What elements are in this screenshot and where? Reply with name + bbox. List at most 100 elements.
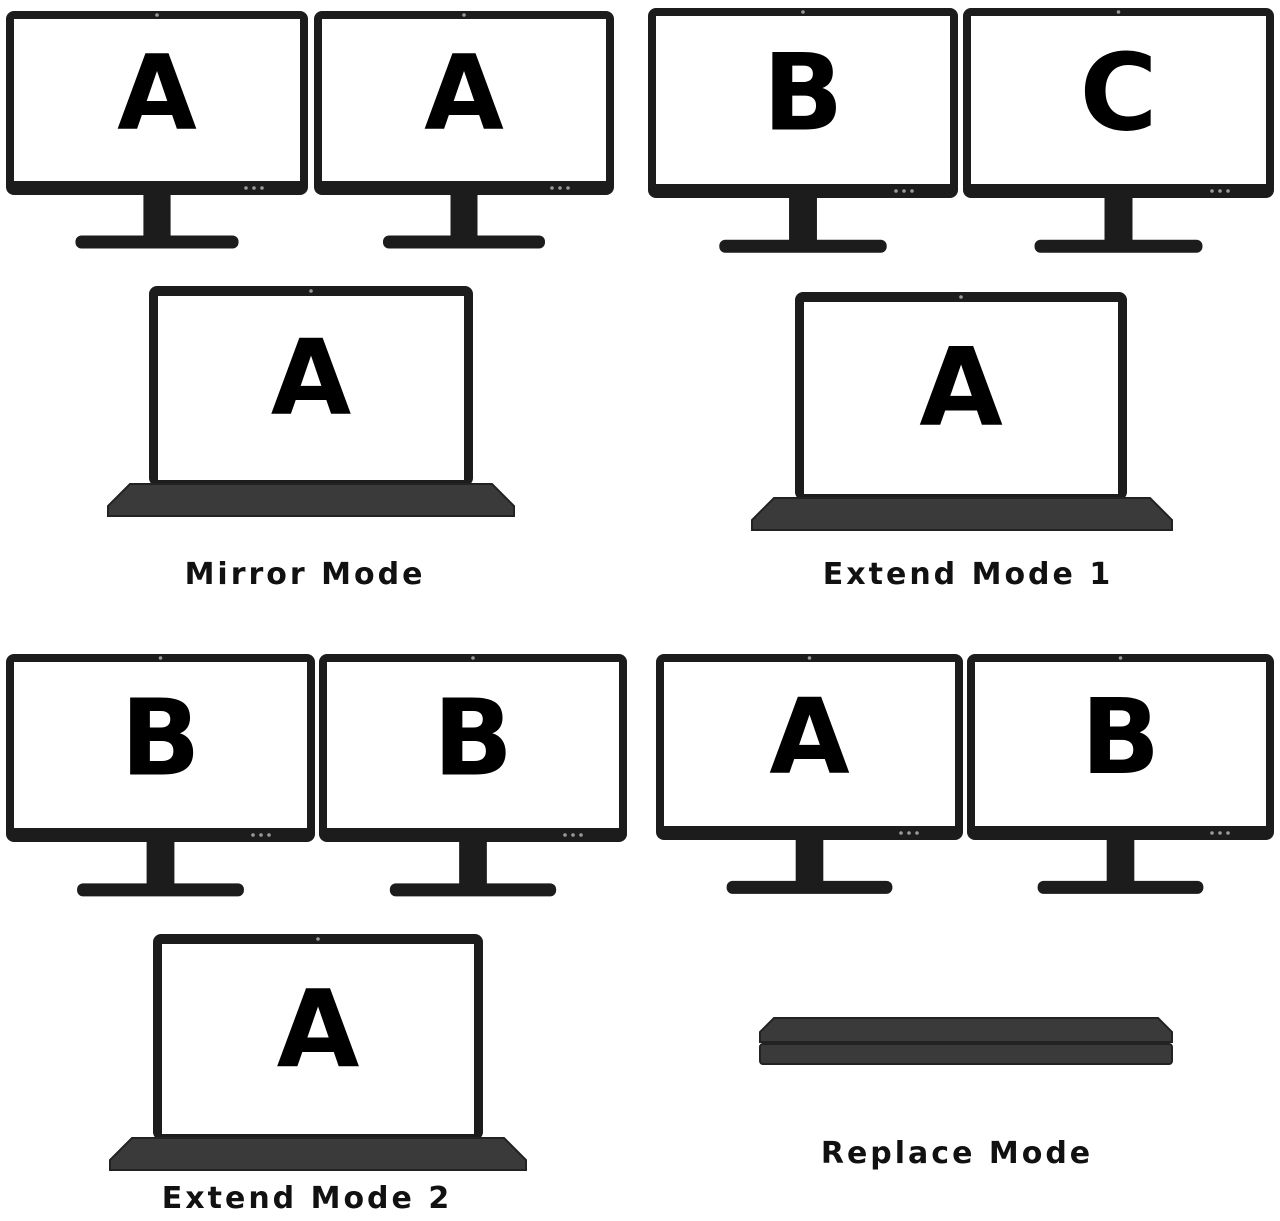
monitor-stand-neck — [450, 191, 478, 241]
monitor-1: A — [656, 654, 963, 894]
status-led-icon — [1226, 831, 1230, 835]
monitor-stand-neck — [1104, 194, 1133, 246]
monitor-stand-base — [75, 235, 239, 249]
laptop-base — [759, 1043, 1173, 1065]
status-led-icon — [260, 186, 264, 190]
laptop-screen — [804, 302, 1118, 494]
webcam-icon — [158, 656, 163, 660]
webcam-icon — [309, 289, 313, 293]
webcam-icon — [471, 656, 475, 660]
monitor-stand-neck — [789, 194, 817, 246]
status-led-icon — [550, 186, 554, 190]
monitor-screen-letter: B — [120, 677, 200, 799]
laptop-base — [109, 1137, 527, 1171]
webcam-icon — [959, 295, 963, 299]
monitor-stand-base — [719, 239, 887, 253]
laptop-base — [107, 483, 515, 517]
status-led-icon — [915, 831, 919, 835]
laptop: A — [751, 292, 1173, 531]
laptop-lid-closed — [759, 1017, 1173, 1043]
monitor-stand-base — [383, 235, 545, 249]
status-led-icon — [1226, 189, 1230, 193]
mode-label-mirror: Mirror Mode — [185, 557, 426, 592]
monitor-screen-letter: A — [424, 34, 504, 154]
monitor-screen-letter: B — [763, 32, 844, 155]
monitor-2: C — [963, 8, 1274, 253]
monitor-screen-letter: A — [769, 676, 850, 798]
monitor-stand-base — [726, 880, 893, 894]
status-led-icon — [907, 831, 911, 835]
webcam-icon — [801, 10, 805, 14]
status-led-icon — [910, 189, 914, 193]
panel-extend-2: B B A Extend Mode 2 — [6, 654, 627, 1216]
status-led-icon — [571, 833, 575, 837]
panel-replace: A B Replace Mode — [656, 654, 1274, 1171]
status-led-icon — [1218, 831, 1222, 835]
monitor-stand-base — [389, 883, 557, 897]
monitor-2: B — [319, 654, 627, 897]
monitor-2: B — [967, 654, 1274, 894]
status-led-icon — [259, 833, 263, 837]
status-led-icon — [1210, 831, 1214, 835]
monitor-stand-neck — [459, 838, 487, 889]
monitor-screen — [14, 662, 307, 828]
monitor-stand-neck — [146, 838, 175, 889]
status-led-icon — [563, 833, 567, 837]
mode-label-extend-1: Extend Mode 1 — [823, 557, 1113, 592]
laptop-base — [751, 497, 1173, 531]
monitor-screen — [322, 19, 606, 181]
monitor-stand-neck — [143, 191, 171, 241]
status-led-icon — [252, 186, 256, 190]
monitor-2: A — [314, 11, 614, 249]
status-led-icon — [894, 189, 898, 193]
laptop-screen — [158, 296, 464, 480]
status-led-icon — [899, 831, 903, 835]
webcam-icon — [1118, 656, 1123, 660]
laptop-screen-letter: A — [919, 326, 1003, 451]
webcam-icon — [462, 13, 466, 17]
webcam-icon — [807, 656, 812, 660]
panel-extend-1: B C A Extend Mode 1 — [648, 8, 1274, 592]
status-led-icon — [244, 186, 248, 190]
status-led-icon — [267, 833, 271, 837]
monitor-screen-letter: B — [433, 677, 513, 799]
monitor-screen — [327, 662, 619, 828]
monitor-stand-neck — [795, 836, 824, 887]
monitor-screen-letter: C — [1080, 32, 1158, 155]
laptop-screen-letter: A — [277, 968, 360, 1092]
monitor-stand-neck — [1106, 836, 1135, 887]
mode-label-extend-2: Extend Mode 2 — [162, 1181, 452, 1216]
monitor-screen — [656, 16, 950, 184]
status-led-icon — [251, 833, 255, 837]
laptop — [759, 1017, 1173, 1065]
status-led-icon — [566, 186, 570, 190]
status-led-icon — [579, 833, 583, 837]
monitor-screen-letter: A — [117, 34, 197, 154]
laptop: A — [107, 286, 515, 517]
webcam-icon — [316, 937, 320, 941]
monitor-1: A — [6, 11, 308, 249]
status-led-icon — [1210, 189, 1214, 193]
monitor-stand-base — [1037, 880, 1204, 894]
webcam-icon — [155, 13, 159, 17]
mode-label-replace: Replace Mode — [821, 1136, 1093, 1171]
laptop-screen-letter: A — [271, 317, 352, 439]
status-led-icon — [902, 189, 906, 193]
status-led-icon — [558, 186, 562, 190]
monitor-screen — [971, 16, 1266, 184]
monitor-screen — [664, 662, 955, 826]
laptop: A — [109, 934, 527, 1171]
monitor-screen — [975, 662, 1266, 826]
status-led-icon — [1218, 189, 1222, 193]
laptop-screen — [162, 944, 474, 1134]
monitor-stand-base — [1034, 239, 1203, 253]
webcam-icon — [1116, 10, 1121, 14]
monitor-screen-letter: B — [1081, 676, 1160, 798]
monitor-1: B — [648, 8, 958, 253]
panel-mirror: A A A Mirror Mode — [6, 11, 614, 592]
monitor-1: B — [6, 654, 315, 897]
monitor-screen — [14, 19, 300, 181]
monitor-stand-base — [77, 883, 244, 897]
